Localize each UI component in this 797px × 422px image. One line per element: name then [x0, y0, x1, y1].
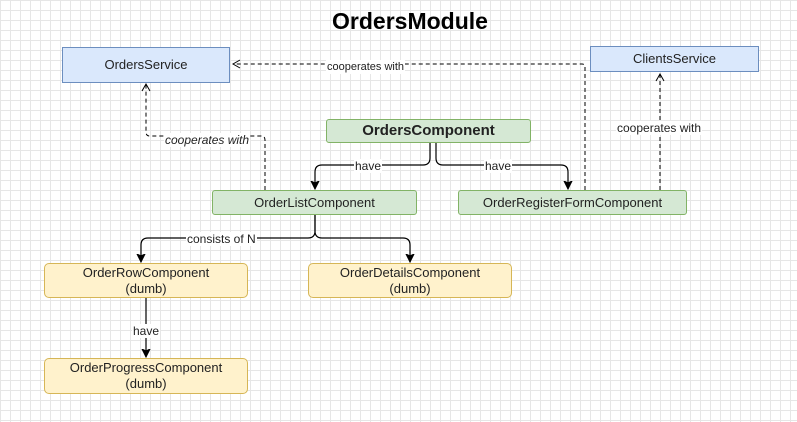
orders-component-label: OrdersComponent	[362, 122, 495, 139]
edge-label-list-orders-service: cooperates with	[164, 133, 251, 147]
edge-label-component-list: have	[354, 159, 383, 173]
edge-list-to-details	[314, 215, 410, 262]
order-list-component-node[interactable]: OrderListComponent	[212, 190, 417, 215]
order-progress-component-sublabel: (dumb)	[125, 376, 167, 391]
edge-label-component-register: have	[484, 159, 513, 173]
order-row-component-label: OrderRowComponent	[82, 264, 210, 280]
edge-label-register-orders-service: cooperates with	[326, 60, 406, 74]
order-row-component-node[interactable]: OrderRowComponent (dumb)	[44, 263, 248, 298]
order-details-component-node[interactable]: OrderDetailsComponent (dumb)	[308, 263, 512, 298]
order-progress-component-node[interactable]: OrderProgressComponent (dumb)	[44, 358, 248, 394]
order-register-form-component-label: OrderRegisterFormComponent	[482, 194, 663, 210]
clients-service-label: ClientsService	[632, 51, 717, 66]
edge-label-row-progress: have	[132, 324, 161, 338]
edge-label-list-children: consists of N	[186, 232, 257, 246]
order-progress-component-label: OrderProgressComponent	[69, 360, 223, 375]
orders-service-label: OrdersService	[104, 57, 188, 72]
order-details-component-sublabel: (dumb)	[389, 280, 431, 296]
clients-service-node[interactable]: ClientsService	[590, 46, 759, 72]
orders-service-node[interactable]: OrdersService	[62, 47, 230, 83]
edge-label-register-clients-service: cooperates with	[616, 121, 703, 135]
edge-list-to-orders-service	[141, 82, 266, 190]
edge-register-to-orders-service	[231, 59, 586, 190]
diagram-title: OrdersModule	[332, 8, 488, 34]
orders-component-node[interactable]: OrdersComponent	[326, 119, 531, 143]
order-list-component-label: OrderListComponent	[254, 194, 375, 210]
order-row-component-sublabel: (dumb)	[125, 280, 167, 296]
order-register-form-component-node[interactable]: OrderRegisterFormComponent	[458, 190, 687, 215]
order-details-component-label: OrderDetailsComponent	[339, 264, 481, 280]
